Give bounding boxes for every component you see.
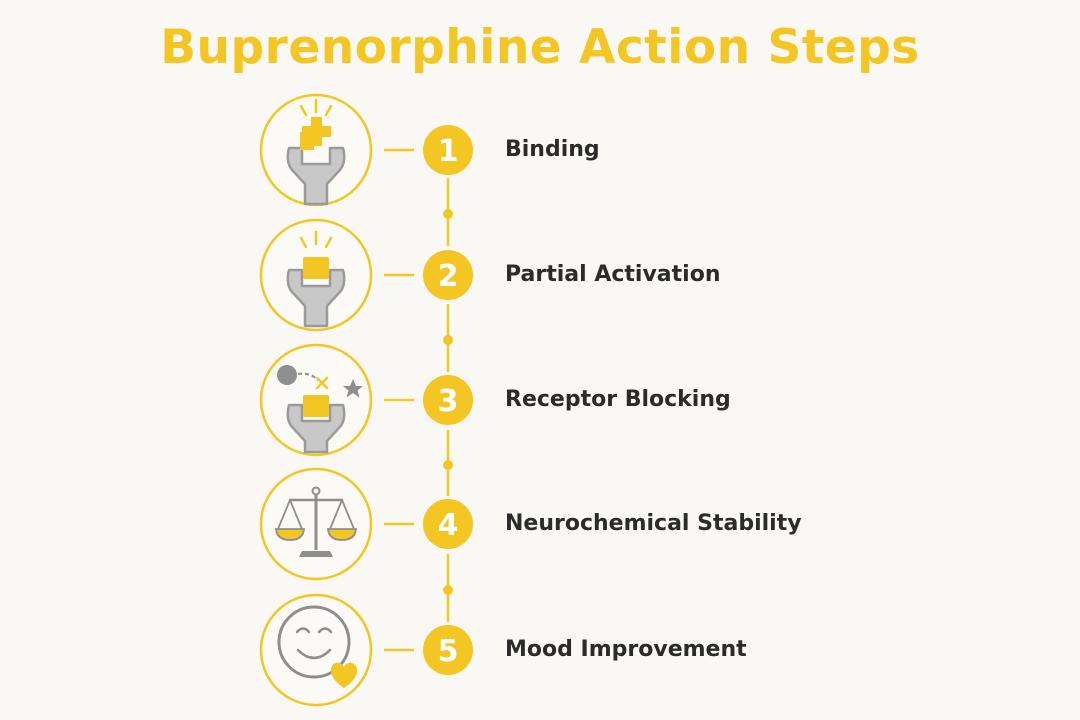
page-title: Buprenorphine Action Steps (160, 20, 920, 75)
step-number: 2 (438, 259, 459, 294)
step-4: 4 (259, 467, 473, 581)
step-3: 3 (259, 343, 473, 457)
step-label-neurochemical-stability: Neurochemical Stability (505, 511, 802, 536)
step-number: 3 (438, 384, 459, 419)
step-number: 5 (438, 634, 459, 669)
step-5: 5 (259, 593, 473, 707)
smiley-heart-icon (277, 605, 358, 688)
step-label-receptor-blocking: Receptor Blocking (505, 387, 731, 412)
icon-circle (259, 593, 373, 707)
step-number: 1 (438, 134, 459, 169)
step-number-badge (423, 250, 473, 300)
step-number-badge (423, 499, 473, 549)
step-number-badge (423, 625, 473, 675)
step-label-partial-activation: Partial Activation (505, 262, 721, 287)
receptor-binding-icon (286, 98, 346, 206)
balance-scale-icon (275, 486, 357, 557)
step-2: 2 (259, 218, 473, 332)
step-number-badge (423, 125, 473, 175)
receptor-blocking-icon (277, 365, 363, 454)
partial-activation-icon (286, 230, 346, 328)
step-label-binding: Binding (505, 137, 600, 162)
step-number: 4 (438, 508, 459, 543)
step-label-mood-improvement: Mood Improvement (505, 637, 747, 662)
step-1: 1 (259, 93, 473, 207)
step-number-badge (423, 375, 473, 425)
timeline-connector (443, 178, 453, 622)
